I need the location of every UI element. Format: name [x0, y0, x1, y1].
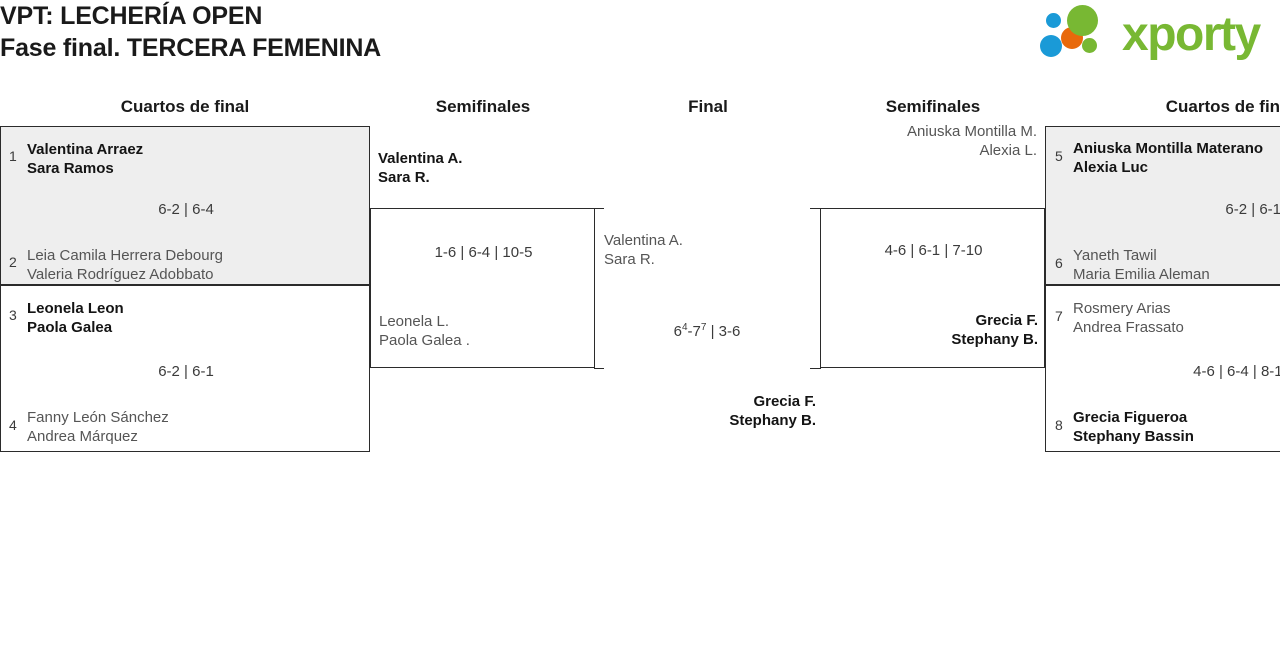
- score-final-games2: -7: [687, 323, 701, 340]
- team-name-right-sf-bottom-p2: Stephany B.: [951, 331, 1038, 348]
- team-name-qf1-bottom-p1: Leia Camila Herrera Debourg: [27, 247, 223, 264]
- round-header-left-quarterfinals: Cuartos de final: [120, 97, 250, 116]
- match-box-left-sf[interactable]: 1-6 | 6-4 | 10-5 Leonela L. Paola Galea …: [370, 208, 595, 368]
- score-left-sf: 1-6 | 6-4 | 10-5: [434, 244, 533, 261]
- team-name-qf2-top-p2: Paola Galea: [27, 319, 113, 336]
- seed-number-7: 7: [1055, 308, 1063, 324]
- xporty-logo[interactable]: xporty: [1040, 5, 1272, 65]
- final-left-bracket-top-tick: [594, 208, 604, 209]
- score-qf2: 6-2 | 6-1: [158, 363, 214, 380]
- team-name-left-sf-bottom-p2: Paola Galea .: [379, 332, 470, 349]
- team-name-qf7-top-p1: Rosmery Arias: [1073, 300, 1171, 317]
- team-name-left-sf-top-p2: Sara R.: [378, 169, 430, 186]
- match-box-right-qf-2[interactable]: 7 Rosmery Arias Andrea Frassato 4-6 | 6-…: [1045, 285, 1280, 452]
- team-name-qf2-bottom-p2: Andrea Márquez: [27, 428, 138, 445]
- team-name-left-sf-top-p1: Valentina A.: [378, 150, 463, 167]
- match-box-right-qf-1[interactable]: 5 Aniuska Montilla Materano Alexia Luc 6…: [1045, 126, 1280, 285]
- score-final-set2: | 3-6: [706, 323, 741, 340]
- team-name-qf8-bottom-p2: Stephany Bassin: [1073, 428, 1194, 445]
- team-name-qf8-bottom-p1: Grecia Figueroa: [1073, 409, 1188, 426]
- page-title: VPT: LECHERÍA OPEN Fase final. TERCERA F…: [0, 0, 800, 64]
- score-final-games1: 6: [673, 323, 682, 340]
- match-box-left-qf-2[interactable]: 3 Leonela Leon Paola Galea 6-2 | 6-1 4 F…: [0, 285, 370, 452]
- logo-wordmark: xporty: [1122, 8, 1261, 61]
- seed-number-3: 3: [9, 307, 17, 323]
- team-name-right-sf-top-p1: Aniuska Montilla M.: [906, 123, 1037, 140]
- team-name-right-sf-top-p2: Alexia L.: [979, 142, 1037, 159]
- team-name-right-sf-bottom-p1: Grecia F.: [975, 312, 1038, 329]
- team-name-qf5-bottom-p2: Maria Emilia Aleman: [1073, 266, 1210, 283]
- score-qf1: 6-2 | 6-4: [158, 201, 214, 218]
- team-name-qf1-bottom-p2: Valeria Rodríguez Adobbato: [27, 266, 214, 283]
- seed-number-2: 2: [9, 254, 17, 270]
- score-right-qf1: 6-2 | 6-1: [1225, 201, 1280, 218]
- tournament-name: VPT: LECHERÍA OPEN: [0, 2, 263, 30]
- round-header-left-semifinals: Semifinales: [435, 97, 531, 116]
- final-left-bracket-bottom-tick: [594, 368, 604, 369]
- match-box-right-sf[interactable]: 4-6 | 6-1 | 7-10 Grecia F. Stephany B.: [820, 208, 1045, 368]
- team-name-final-bottom-p1: Grecia F.: [753, 393, 816, 410]
- final-right-bracket-top-tick: [810, 208, 820, 209]
- round-header-right-quarterfinals: Cuartos de final: [1165, 97, 1280, 116]
- seed-number-8: 8: [1055, 417, 1063, 433]
- final-left-bracket-stem: [594, 208, 595, 369]
- team-name-final-top-p2: Sara R.: [604, 251, 655, 268]
- team-name-left-sf-bottom-p1: Leonela L.: [379, 313, 450, 330]
- team-name-qf5-top-p1: Aniuska Montilla Materano: [1073, 140, 1264, 157]
- team-name-qf2-top-p1: Leonela Leon: [27, 300, 124, 317]
- team-name-qf2-bottom-p1: Fanny León Sánchez: [27, 409, 169, 426]
- team-name-qf7-top-p2: Andrea Frassato: [1073, 319, 1184, 336]
- team-name-qf5-bottom-p1: Yaneth Tawil: [1073, 247, 1157, 264]
- logo-dots-icon: [1040, 5, 1124, 63]
- team-name-final-top-p1: Valentina A.: [604, 232, 683, 249]
- seed-number-6: 6: [1055, 255, 1063, 271]
- score-right-sf: 4-6 | 6-1 | 7-10: [884, 242, 983, 259]
- round-header-final: Final: [688, 97, 728, 116]
- team-name-qf5-top-p2: Alexia Luc: [1073, 159, 1149, 176]
- team-name-qf1-top-p2: Sara Ramos: [27, 160, 114, 177]
- seed-number-4: 4: [9, 417, 17, 433]
- match-box-left-qf-1[interactable]: 1 Valentina Arraez Sara Ramos 6-2 | 6-4 …: [0, 126, 370, 285]
- seed-number-1: 1: [9, 148, 17, 164]
- score-right-qf2: 4-6 | 6-4 | 8-10: [1193, 363, 1280, 380]
- seed-number-5: 5: [1055, 148, 1063, 164]
- round-header-right-semifinals: Semifinales: [885, 97, 981, 116]
- score-final: 64-77 | 3-6: [594, 322, 820, 341]
- final-right-bracket-bottom-tick: [810, 368, 820, 369]
- tournament-phase: Fase final. TERCERA FEMENINA: [0, 34, 382, 62]
- score-final-tb1: 4: [681, 322, 688, 333]
- score-final-tb2: 7: [700, 322, 707, 333]
- team-name-final-bottom-p2: Stephany B.: [729, 412, 816, 429]
- team-name-qf1-top-p1: Valentina Arraez: [27, 141, 144, 158]
